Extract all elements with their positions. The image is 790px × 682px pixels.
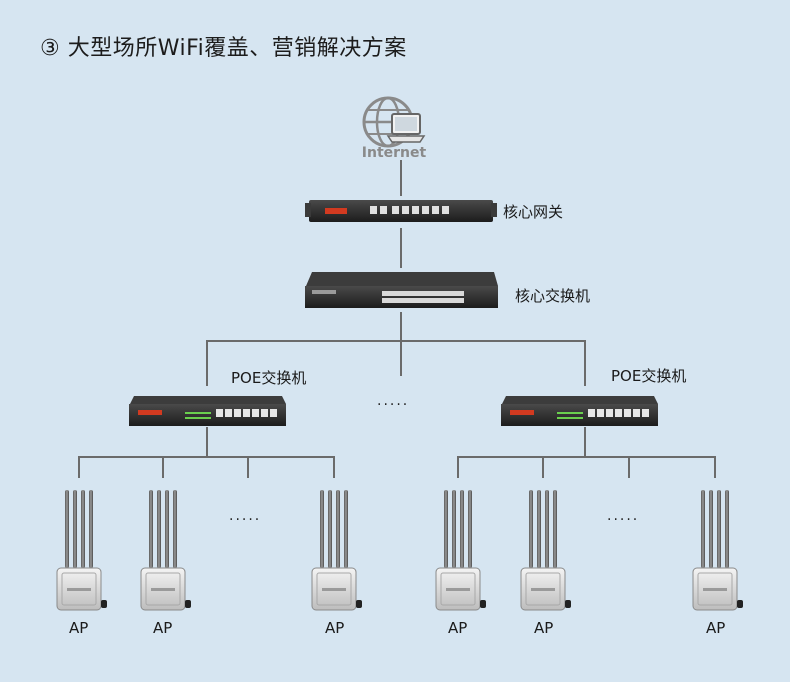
ap-label: AP <box>448 619 468 637</box>
poe-switch-right-label: POE交换机 <box>611 367 687 385</box>
access-points <box>56 490 743 611</box>
link-poe-right-aps <box>457 456 716 478</box>
internet-label: Internet <box>362 145 427 161</box>
core-gateway-device <box>305 200 497 222</box>
link-switch-poe <box>206 340 586 386</box>
ap-label: AP <box>69 619 89 637</box>
poe-switch-left-label: POE交换机 <box>231 369 307 387</box>
ellipsis-left: ····· <box>229 512 262 528</box>
core-gateway-label: 核心网关 <box>503 203 564 221</box>
link-poe-left-aps <box>78 456 335 478</box>
ap-label: AP <box>706 619 726 637</box>
page-title: ③ 大型场所WiFi覆盖、营销解决方案 <box>40 36 407 61</box>
poe-switch-right-device <box>501 396 658 426</box>
core-switch-label: 核心交换机 <box>515 287 591 305</box>
ellipsis-right: ····· <box>607 512 640 528</box>
core-switch-device <box>305 272 498 308</box>
internet-icon <box>362 96 426 148</box>
ap-device-icon <box>140 490 191 611</box>
ellipsis-middle: ····· <box>377 397 410 413</box>
poe-switch-left-device <box>129 396 286 426</box>
ap-label: AP <box>153 619 173 637</box>
ap-device-icon <box>311 490 362 611</box>
ap-label: AP <box>534 619 554 637</box>
ap-device-icon <box>520 490 571 611</box>
ap-device-icon <box>692 490 743 611</box>
connection-lines <box>78 160 716 478</box>
ap-device-icon <box>435 490 486 611</box>
ap-device-icon <box>56 490 107 611</box>
ap-label: AP <box>325 619 345 637</box>
